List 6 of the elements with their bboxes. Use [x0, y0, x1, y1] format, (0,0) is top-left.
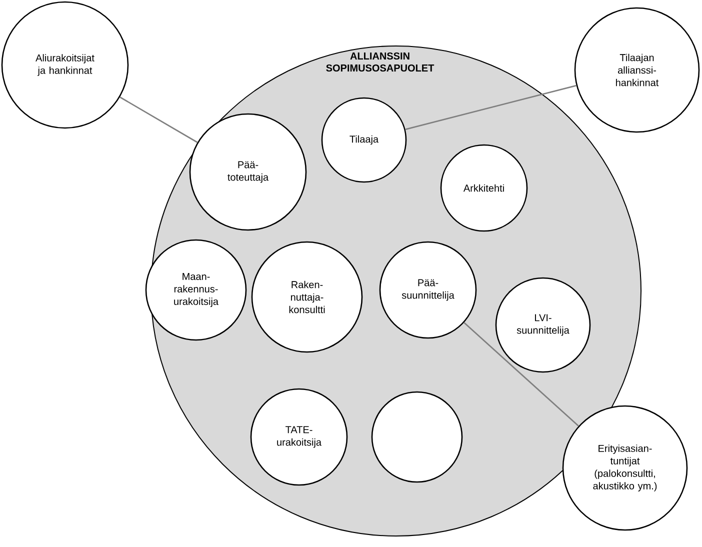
group-title: ALLIANSSIN SOPIMUSOSAPUOLET: [326, 52, 434, 72]
connector-line: [120, 96, 198, 143]
node-label: Erityisasian- tuntijat (palokonsultti, akustikko ym.): [593, 444, 657, 492]
connector-line: [464, 322, 579, 427]
connector-line: [405, 84, 576, 130]
empty-circle: [371, 391, 463, 483]
